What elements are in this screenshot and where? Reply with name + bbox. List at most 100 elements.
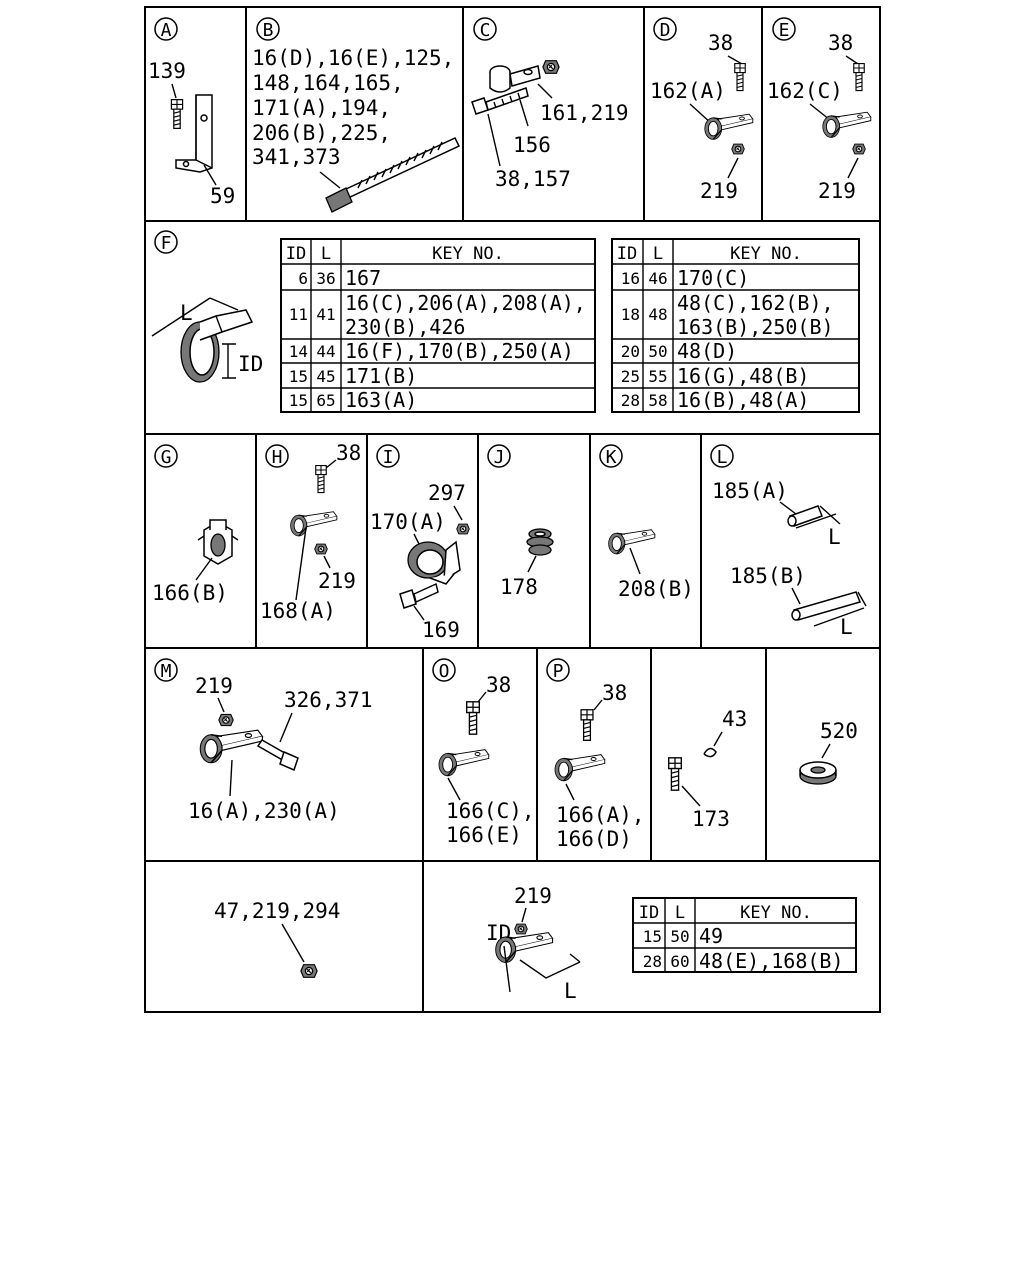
- label-d-clamp: 162(A): [650, 79, 726, 103]
- label-h-bolt: 38: [336, 441, 361, 465]
- label-b-line-4: 206(B),225,: [252, 121, 391, 145]
- label-i-bolt: 169: [422, 618, 460, 642]
- section-f: F L ID ID L KEY NO. 6 36 167 11: [151, 230, 860, 413]
- section-k: K 208(B): [599, 444, 694, 601]
- section-j: J 178: [487, 444, 554, 599]
- left-row-3-id: 14: [289, 342, 308, 361]
- left-row-2-key-2: 230(B),426: [345, 315, 465, 339]
- bolt-icon: [399, 582, 439, 609]
- clip-icon: [197, 519, 239, 565]
- left-row-4-id: 15: [289, 367, 308, 386]
- bottom-table-header-key: KEY NO.: [740, 903, 812, 923]
- right-table-header-id: ID: [617, 244, 637, 264]
- key-table-left: ID L KEY NO. 6 36 167 11 41 16(C),206(A)…: [280, 238, 596, 413]
- section-i-letter: I: [383, 447, 394, 468]
- label-m-bolt: 326,371: [284, 688, 373, 712]
- left-row-2-key-1: 16(C),206(A),208(A),: [345, 291, 586, 315]
- section-j-letter: J: [494, 447, 505, 468]
- left-row-1-id: 6: [298, 269, 308, 288]
- bottom-row-2-l: 60: [670, 952, 689, 971]
- section-i: I 297 170(A) 169: [370, 444, 470, 642]
- bottom-table-header-id: ID: [639, 903, 659, 923]
- right-row-5-id: 28: [621, 391, 640, 410]
- label-o-bolt: 38: [486, 673, 511, 697]
- section-p-letter: P: [553, 661, 564, 682]
- lock-washer-icon: [703, 747, 717, 758]
- bolt-icon: [471, 87, 529, 115]
- left-row-4-l: 45: [316, 367, 335, 386]
- section-washer-bolt: 43 173: [668, 707, 747, 831]
- section-m-letter: M: [161, 661, 172, 682]
- bottom-row-2-key: 48(E),168(B): [699, 949, 844, 973]
- section-g-letter: G: [161, 447, 172, 468]
- bottom-row-1-id: 15: [643, 927, 662, 946]
- label-s-nut: 47,219,294: [214, 899, 340, 923]
- label-h-nut: 219: [318, 569, 356, 593]
- label-j-grommet: 178: [500, 575, 538, 599]
- right-row-2-key-1: 48(C),162(B),: [677, 291, 834, 315]
- label-e-nut: 219: [818, 179, 856, 203]
- right-row-2-id: 18: [621, 305, 640, 324]
- label-l-dim-short: L: [828, 525, 841, 549]
- right-row-4-l: 55: [648, 367, 667, 386]
- label-g-clip: 166(B): [152, 581, 228, 605]
- section-h-letter: H: [272, 447, 283, 468]
- section-o-letter: O: [439, 661, 450, 682]
- bottom-row-1-key: 49: [699, 924, 723, 948]
- right-row-3-key: 48(D): [677, 339, 737, 363]
- section-k-letter: K: [606, 447, 617, 468]
- key-table-right: ID L KEY NO. 16 46 170(C) 18 48 48(C),16…: [611, 238, 860, 413]
- spacer-sleeve-icon: [791, 591, 862, 621]
- label-f-dim-id: ID: [238, 352, 263, 376]
- label-c-nut: 161,219: [540, 101, 629, 125]
- key-table-bottom: ID L KEY NO. 15 50 49 28 60 48(E),168(B): [632, 897, 857, 973]
- right-row-5-l: 58: [648, 391, 667, 410]
- left-table-header-l: L: [321, 244, 331, 264]
- label-t-dim-l: L: [564, 979, 577, 1003]
- left-row-2-l: 41: [316, 305, 335, 324]
- label-a-bolt: 139: [148, 59, 186, 83]
- bottom-row-1-l: 50: [670, 927, 689, 946]
- right-row-3-l: 50: [648, 342, 667, 361]
- right-row-4-key: 16(G),48(B): [677, 364, 809, 388]
- section-o: O 38 166(C), 166(E): [432, 658, 535, 847]
- section-a: A 139 59: [148, 17, 235, 208]
- label-b-line-1: 16(D),16(E),125,: [252, 46, 454, 70]
- spacer-sleeve-icon: [787, 505, 823, 527]
- right-row-1-key: 170(C): [677, 266, 749, 290]
- bottom-table-header-l: L: [675, 903, 685, 923]
- right-row-3-id: 20: [621, 342, 640, 361]
- band-clamp-icon: [180, 309, 254, 383]
- left-row-5-id: 15: [289, 391, 308, 410]
- label-a-bracket: 59: [210, 184, 235, 208]
- section-a-letter: A: [161, 20, 172, 41]
- label-p-clamp-2: 166(D): [556, 827, 632, 851]
- label-e-clamp: 162(C): [767, 79, 843, 103]
- label-f-dim-l: L: [180, 301, 193, 325]
- label-o-clamp-1: 166(C),: [446, 799, 535, 823]
- label-r-grommet: 520: [820, 719, 858, 743]
- right-row-1-l: 46: [648, 269, 667, 288]
- section-e-letter: E: [779, 20, 790, 41]
- right-table-header-l: L: [653, 244, 663, 264]
- left-table-header-key: KEY NO.: [432, 244, 504, 264]
- section-p: P 38 166(A), 166(D): [546, 658, 645, 851]
- label-p-bolt: 38: [602, 681, 627, 705]
- grid-frame: [144, 6, 881, 1013]
- left-row-2-id: 11: [289, 305, 308, 324]
- band-clamp-icon: [407, 540, 461, 585]
- angle-bracket-icon: [175, 94, 213, 173]
- label-o-clamp-2: 166(E): [446, 823, 522, 847]
- left-row-1-l: 36: [316, 269, 335, 288]
- label-l-long: 185(B): [730, 564, 806, 588]
- left-row-5-key: 163(A): [345, 388, 417, 412]
- label-i-clamp: 170(A): [370, 510, 446, 534]
- label-d-bolt: 38: [708, 31, 733, 55]
- section-m: M 219 326,371 16(A),230(A): [154, 658, 373, 823]
- section-c: C 161,219 156 38,157: [471, 17, 629, 191]
- section-nut: 47,219,294: [214, 899, 340, 978]
- section-l-letter: L: [717, 447, 728, 468]
- section-l: L 185(A) L 185(B) L: [710, 444, 867, 639]
- section-e: E 38 162(C) 219: [767, 17, 872, 203]
